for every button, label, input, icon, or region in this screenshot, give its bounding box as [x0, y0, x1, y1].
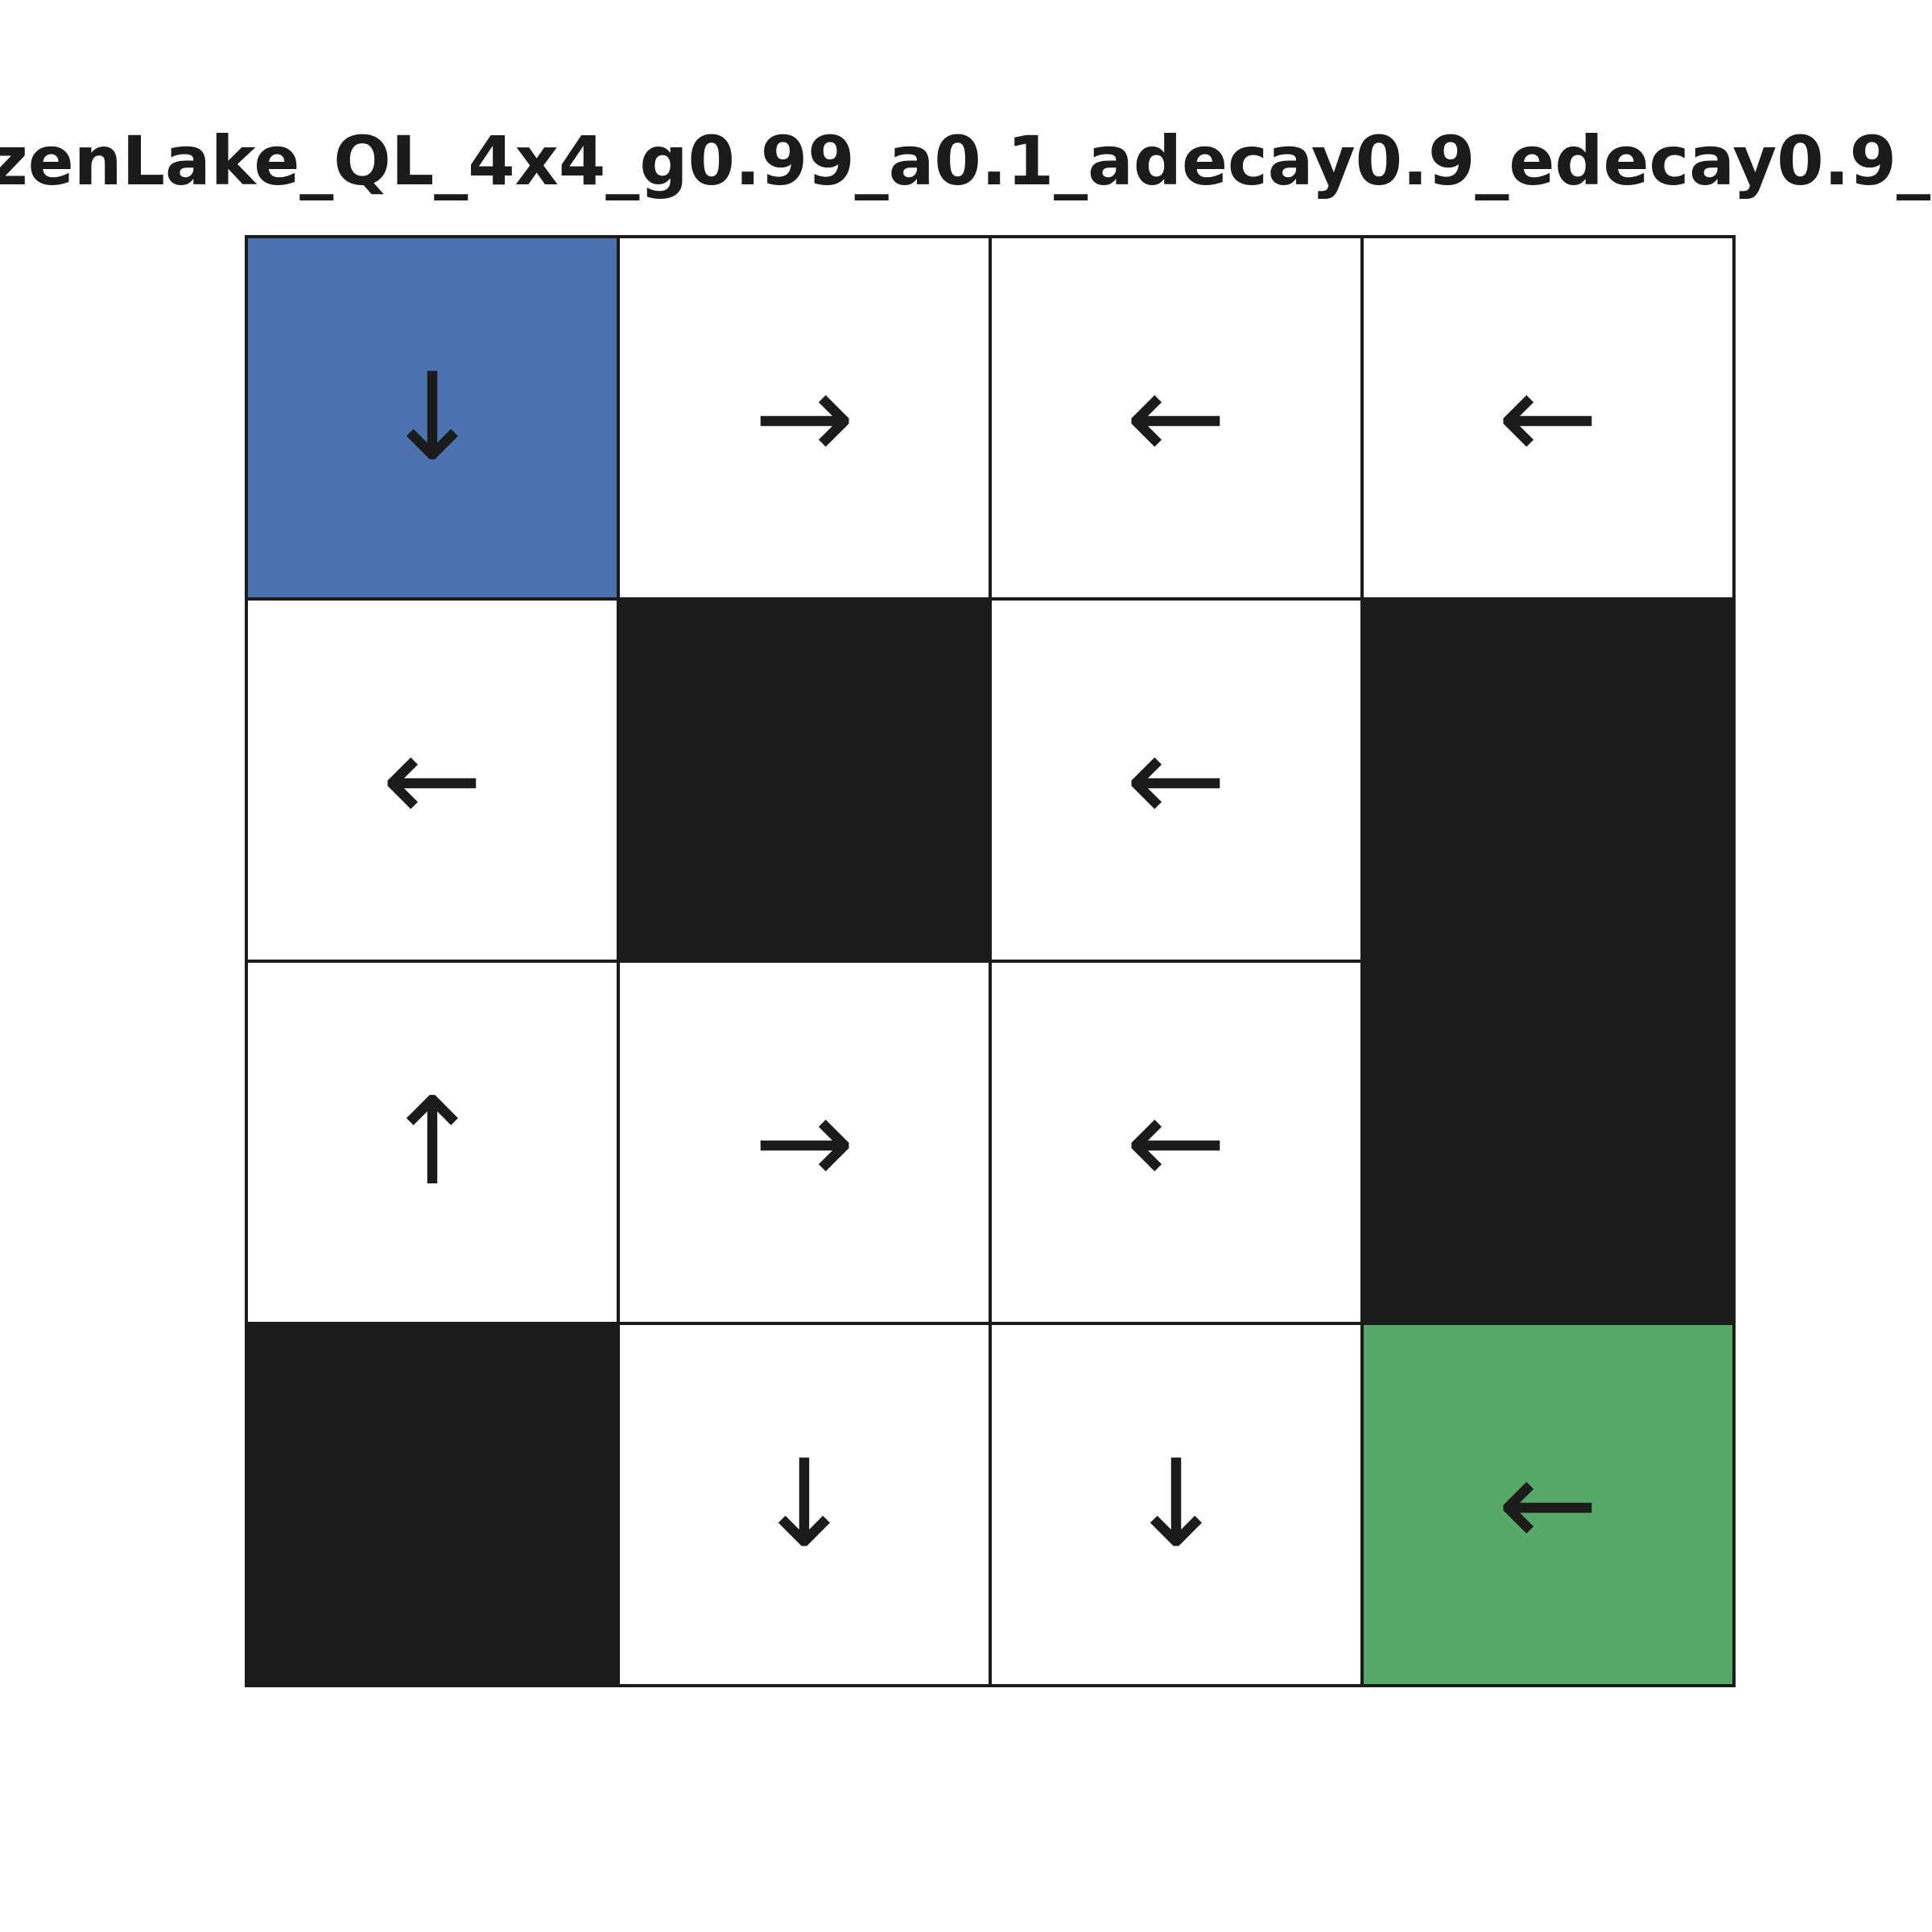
grid-cell-frozen-r2-c2: ← [992, 963, 1360, 1322]
grid-cell-hole-r3-c0 [248, 1325, 617, 1684]
arrow-left-icon: ← [1497, 348, 1599, 488]
arrow-left-icon: ← [382, 710, 483, 850]
arrow-left-icon: ← [1125, 710, 1227, 850]
grid-cell-frozen-r3-c2: ↓ [992, 1325, 1360, 1684]
grid-cell-hole-r2-c3 [1364, 963, 1732, 1322]
grid-cell-frozen-r1-c0: ← [248, 601, 617, 960]
policy-grid: ↓ → ← ← ← ← ↑ → ← ↓ ↓ ← [245, 235, 1736, 1687]
figure-title: FrozenLake_QL_4x4_g0.99_a0.1_adecay0.9_e… [0, 122, 1932, 200]
arrow-up-icon: ↑ [382, 1072, 483, 1212]
arrow-down-icon: ↓ [1125, 1435, 1227, 1575]
grid-cell-frozen-r1-c2: ← [992, 601, 1360, 960]
grid-cell-goal-r3-c3: ← [1364, 1325, 1732, 1684]
grid-cell-frozen-r0-c1: → [620, 238, 989, 597]
grid-cell-start-r0-c0: ↓ [248, 238, 617, 597]
arrow-left-icon: ← [1125, 1072, 1227, 1212]
grid-cell-frozen-r2-c0: ↑ [248, 963, 617, 1322]
grid-cell-frozen-r3-c1: ↓ [620, 1325, 989, 1684]
grid-cell-frozen-r0-c2: ← [992, 238, 1360, 597]
grid-cell-frozen-r0-c3: ← [1364, 238, 1732, 597]
grid-cell-hole-r1-c1 [620, 601, 989, 960]
arrow-left-icon: ← [1125, 348, 1227, 488]
grid-cell-frozen-r2-c1: → [620, 963, 989, 1322]
arrow-down-icon: ↓ [382, 348, 483, 488]
grid-cell-hole-r1-c3 [1364, 601, 1732, 960]
arrow-down-icon: ↓ [753, 1435, 855, 1575]
arrow-left-icon: ← [1497, 1435, 1599, 1575]
arrow-right-icon: → [753, 1072, 855, 1212]
arrow-right-icon: → [753, 348, 855, 488]
